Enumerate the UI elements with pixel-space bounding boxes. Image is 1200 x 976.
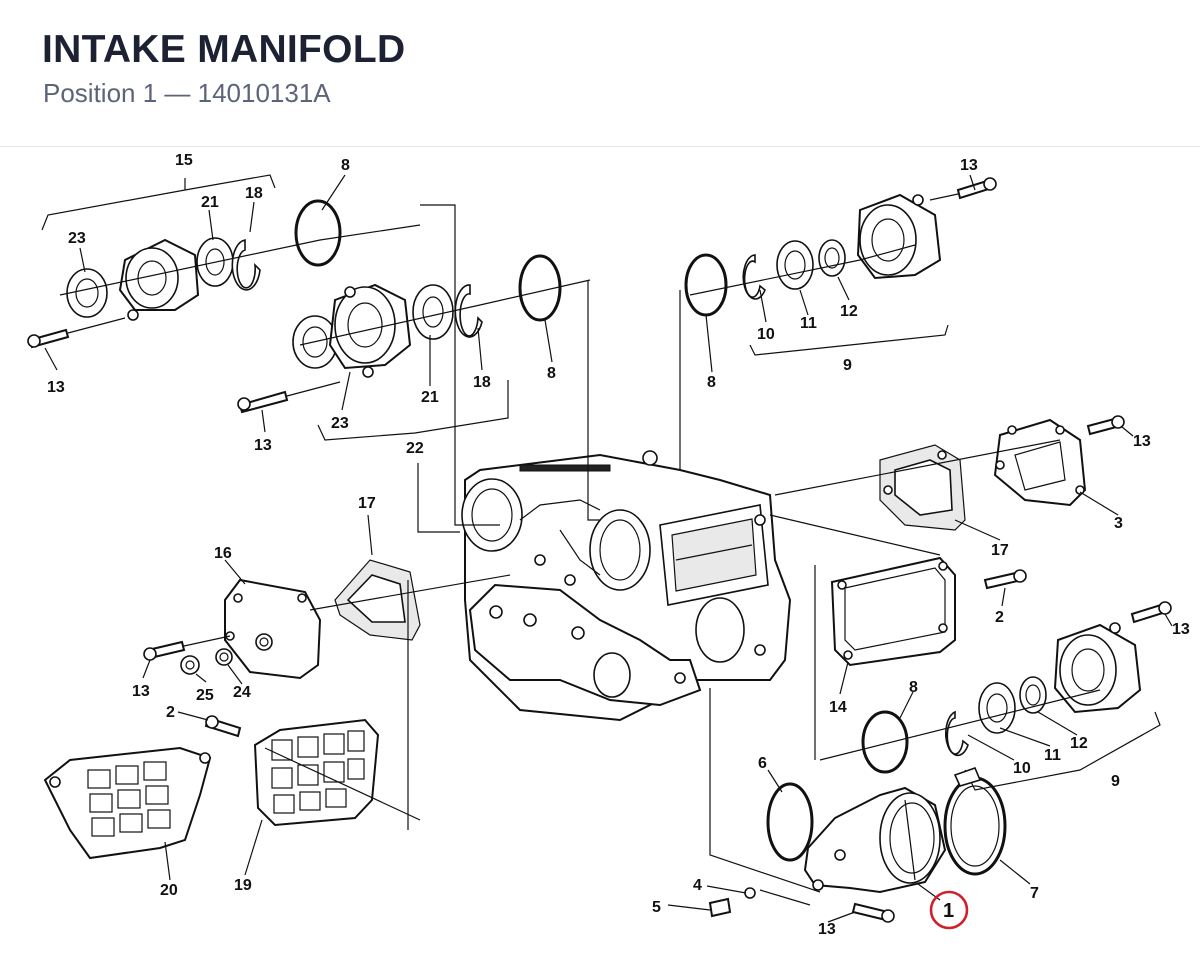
callout-16[interactable]: 16 [214,545,232,562]
callout-13[interactable]: 13 [960,157,978,174]
callout-25[interactable]: 25 [196,687,214,704]
lower-left-plates [43,715,421,860]
callout-11[interactable]: 11 [800,315,817,332]
callout-13[interactable]: 13 [254,437,272,454]
callout-8[interactable]: 8 [909,679,918,696]
callout-23[interactable]: 23 [331,415,349,432]
callout-12[interactable]: 12 [840,303,858,320]
callout-1[interactable]: 1 [943,900,954,922]
callout-24[interactable]: 24 [233,684,251,701]
highlighted-callout-1[interactable]: 1 [929,890,969,930]
callout-8[interactable]: 8 [341,157,350,174]
callout-12[interactable]: 12 [1070,735,1088,752]
callout-18[interactable]: 18 [473,374,491,391]
upper-right-bearing-assembly [679,177,997,470]
callout-14[interactable]: 14 [829,699,847,716]
callout-18[interactable]: 18 [245,185,263,202]
callout-15[interactable]: 15 [175,152,193,169]
leader-lines [44,174,1173,923]
callout-10[interactable]: 10 [757,326,775,343]
callout-8[interactable]: 8 [547,365,556,382]
callout-17[interactable]: 17 [991,542,1009,559]
callout-9[interactable]: 9 [843,357,852,374]
middle-bearing-assembly [237,204,600,533]
callout-21[interactable]: 21 [201,194,219,211]
callout-10[interactable]: 10 [1013,760,1031,777]
callout-13[interactable]: 13 [1172,621,1190,638]
callout-22[interactable]: 22 [406,440,424,457]
callout-7[interactable]: 7 [1030,885,1039,902]
callout-21[interactable]: 21 [421,389,439,406]
callout-labels: 15 8 21 18 23 13 23 21 18 8 22 13 8 10 1… [47,152,1190,938]
callout-9[interactable]: 9 [1111,773,1120,790]
exploded-parts-diagram: 15 8 21 18 23 13 23 21 18 8 22 13 8 10 1… [27,152,1190,938]
intake-housing [461,450,792,722]
callout-20[interactable]: 20 [160,882,178,899]
callout-2[interactable]: 2 [995,609,1004,626]
callout-8[interactable]: 8 [707,374,716,391]
lower-right-bearing-assembly [819,601,1172,791]
callout-13[interactable]: 13 [818,921,836,938]
callout-23[interactable]: 23 [68,230,86,247]
page-header: INTAKE MANIFOLD Position 1 — 14010131A [0,0,1200,147]
callout-11[interactable]: 11 [1044,747,1061,764]
intake-elbow-assembly [708,688,1007,923]
callout-2[interactable]: 2 [166,704,175,721]
upper-left-bearing-assembly [27,174,421,349]
highlight-ring [929,890,969,930]
callout-3[interactable]: 3 [1114,515,1123,532]
page-title: INTAKE MANIFOLD [42,28,406,71]
callout-13[interactable]: 13 [132,683,150,700]
right-cover-and-gasket [774,415,1125,531]
callout-13[interactable]: 13 [47,379,65,396]
callout-19[interactable]: 19 [234,877,252,894]
page-subtitle: Position 1 — 14010131A [43,78,331,108]
right-lower-cover [769,514,1027,760]
callout-4[interactable]: 4 [693,877,702,894]
callout-17[interactable]: 17 [358,495,376,512]
callout-5[interactable]: 5 [652,899,661,916]
callout-6[interactable]: 6 [758,755,767,772]
left-cover-and-gasket [143,559,511,830]
callout-13[interactable]: 13 [1133,433,1151,450]
